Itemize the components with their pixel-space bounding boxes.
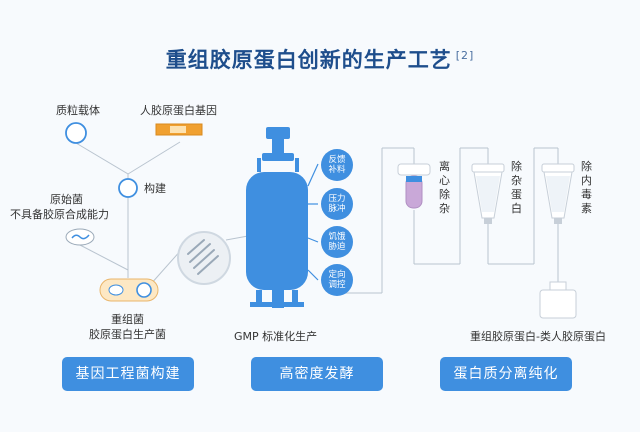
label-product: 重组胶原蛋白-类人胶原蛋白 bbox=[470, 330, 606, 343]
control-badge-4: 定向调控 bbox=[321, 264, 353, 296]
label-recombinant-line1: 重组菌 bbox=[111, 313, 144, 326]
label-host-line1: 原始菌 bbox=[50, 193, 83, 206]
label-construct: 构建 bbox=[144, 182, 166, 195]
connector-lines bbox=[75, 141, 559, 294]
label-host-line2: 不具备胶原合成能力 bbox=[10, 208, 109, 221]
step-label-2: 除杂蛋白 bbox=[511, 160, 522, 215]
label-plasmid: 质粒载体 bbox=[56, 104, 100, 117]
page-title: 重组胶原蛋白创新的生产工艺[2] bbox=[165, 48, 475, 72]
stage-purification: 蛋白质分离纯化 bbox=[440, 357, 572, 391]
stage-fermentation: 高密度发酵 bbox=[251, 357, 383, 391]
centrifuge-tube-icon bbox=[397, 163, 431, 209]
label-gmp: GMP 标准化生产 bbox=[234, 330, 318, 343]
fermenter-icon bbox=[246, 127, 319, 308]
control-badge-1: 反馈补料 bbox=[321, 149, 353, 181]
title-reference: [2] bbox=[455, 49, 475, 62]
recombinant-strain-icon bbox=[99, 278, 159, 302]
label-recombinant-line2: 胶原蛋白生产菌 bbox=[89, 328, 166, 341]
step-label-3: 除内毒素 bbox=[581, 160, 592, 215]
stage-gene-engineering: 基因工程菌构建 bbox=[62, 357, 194, 391]
product-bottle-icon bbox=[539, 281, 577, 319]
step-label-1: 离心除杂 bbox=[439, 160, 450, 215]
magnifier-icon bbox=[177, 231, 231, 285]
construct-icon bbox=[118, 178, 138, 198]
plasmid-icon bbox=[65, 122, 87, 144]
host-bacterium-icon bbox=[65, 228, 95, 246]
gene-icon bbox=[155, 123, 203, 136]
control-badge-3: 饥饿胁迫 bbox=[321, 226, 353, 258]
column-1-icon bbox=[471, 163, 505, 224]
control-badge-2: 压力脉冲 bbox=[321, 188, 353, 220]
label-gene: 人胶原蛋白基因 bbox=[140, 104, 217, 117]
column-2-icon bbox=[541, 163, 575, 224]
